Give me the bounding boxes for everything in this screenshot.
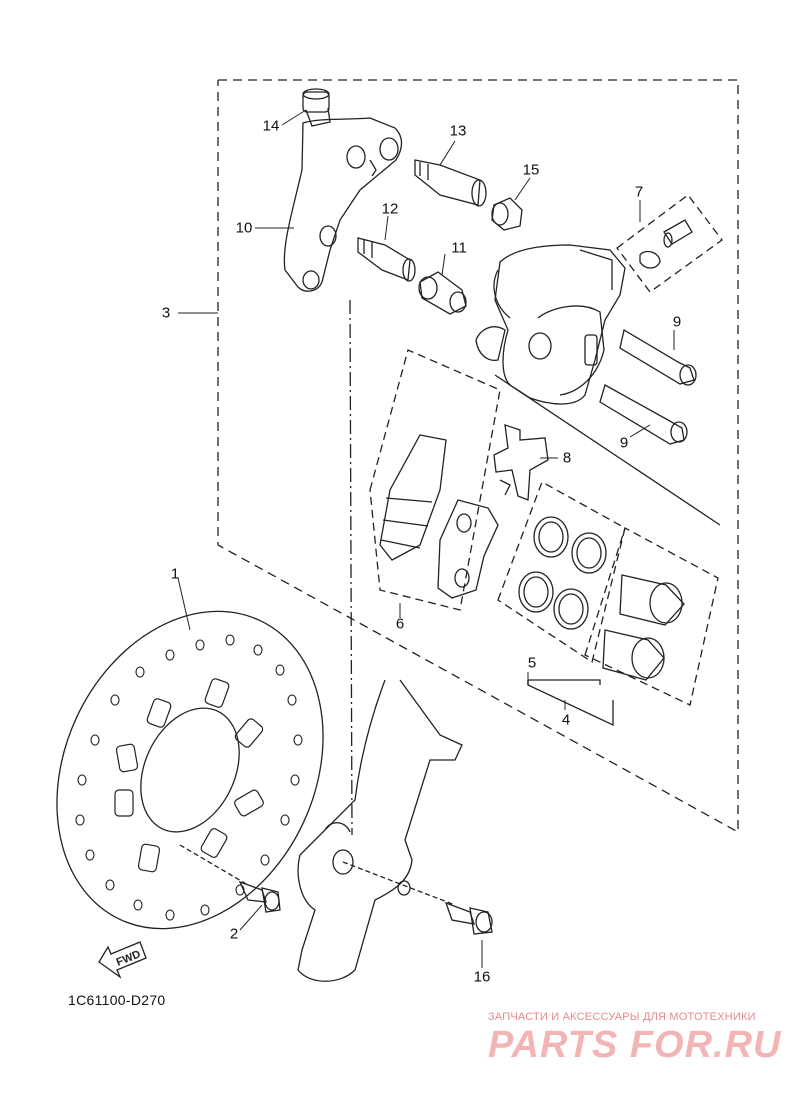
axis-line [349,299,353,836]
callout-7: 7 [634,183,644,201]
callout-10: 10 [235,219,253,237]
callout-9-upper: 9 [672,313,682,331]
callout-6: 6 [395,615,405,633]
callout-14: 14 [262,117,280,135]
callout-8: 8 [562,449,572,467]
callout-5: 5 [527,654,537,672]
callout-11: 11 [451,239,467,257]
caliper-bolt-lower [599,384,688,445]
fwd-arrow-icon: FWD [98,941,147,979]
piston-seal-2 [571,532,607,574]
seals-bracket [527,679,601,685]
brake-disc [56,610,324,930]
piston-seal-1 [533,516,569,558]
caliper-bracket [283,117,403,292]
callout-9-lower: 9 [619,434,629,452]
bleeder-group-outline [616,194,723,293]
piston-seal-3 [518,571,554,613]
watermark-tagline: ЗАПЧАСТИ И АКСЕССУАРЫ ДЛЯ МОТОТЕХНИКИ [488,1011,756,1023]
callout-15: 15 [522,161,540,179]
callout-2: 2 [229,925,239,943]
piston-seal-4 [553,588,589,630]
leader-lines [177,109,675,968]
pads-group-outline [369,349,501,611]
assembly-boundary-outline [217,79,739,834]
caliper-bolt-upper [619,328,697,386]
disc-bolt [179,844,281,913]
seals-group-outline [497,481,626,664]
pad-spring [493,424,549,501]
axis-line-pads [494,374,721,526]
front-fork [297,679,463,982]
boot-lower [418,271,467,315]
brake-pad-front [379,434,447,561]
callout-13: 13 [449,122,467,140]
callout-12: 12 [381,200,399,218]
fork-mount-bolt [342,861,493,935]
brake-pad-rear [437,499,499,599]
caliper-body [475,244,626,405]
collar [302,88,331,127]
slide-pin-lower [357,237,416,282]
callout-4: 4 [561,711,571,729]
callout-1: 1 [170,565,180,583]
watermark-logo: PARTS FOR.RU [488,1024,782,1066]
callout-3: 3 [161,304,171,322]
pistons-group-outline [584,527,719,706]
bleeder-screw [639,219,693,269]
pistons-bracket [527,680,614,727]
slide-pin-upper [414,159,487,207]
boot-upper [491,197,523,231]
piston-2 [602,629,665,681]
callout-16: 16 [473,968,491,986]
piston-1 [619,574,685,626]
diagram-reference-code: 1C61100-D270 [68,992,166,1008]
